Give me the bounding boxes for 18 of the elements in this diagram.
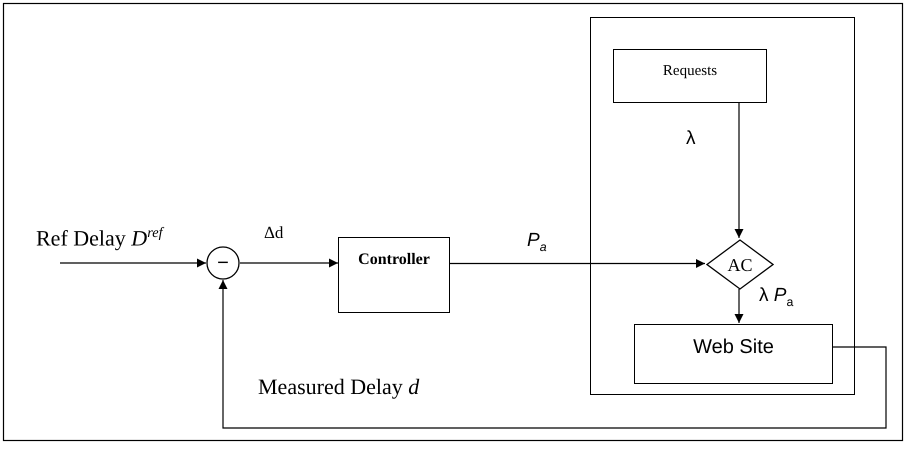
arrow (734, 289, 744, 323)
arrow (240, 258, 338, 268)
process-box (613, 49, 767, 103)
process-box (634, 324, 833, 384)
node-label: Controller (358, 252, 430, 268)
edge-label: λ P$_{a}$ (757, 286, 796, 310)
arrow (450, 259, 705, 268)
minus-sign: − (217, 253, 229, 273)
node-label: AC (728, 256, 752, 274)
arrow (734, 102, 744, 238)
edge-label: P$_{a}$ (525, 231, 549, 254)
node-label: Requests (662, 64, 718, 79)
process-box (338, 237, 450, 313)
container-box (590, 17, 855, 395)
edge-label: Ref Delay D$^{ref}$ (34, 226, 165, 251)
arrow (60, 258, 206, 268)
node-label: Web Site (693, 337, 774, 357)
arrow (218, 280, 887, 429)
